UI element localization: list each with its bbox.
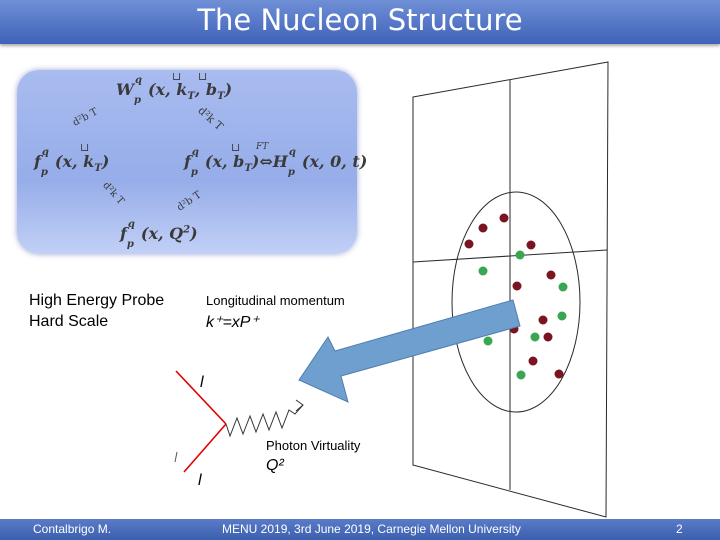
momentum-arrow — [299, 300, 520, 402]
footer-event: MENU 2019, 3rd June 2019, Carnegie Mello… — [222, 522, 521, 536]
incoming-lepton-label: l — [200, 372, 204, 393]
probe-line-2: Hard Scale — [29, 311, 164, 332]
footer-author: Contalbrigo M. — [33, 522, 111, 536]
virtual-photon — [226, 405, 303, 436]
longitudinal-momentum-label: Longitudinal momentum — [206, 293, 345, 308]
red-partons — [465, 214, 564, 379]
probe-label: High Energy Probe Hard Scale — [29, 290, 164, 332]
kplus-relation: k⁺=xP⁺ — [206, 312, 259, 333]
lepton-tick — [175, 452, 177, 462]
outgoing-lepton — [184, 424, 226, 472]
nucleon-outline — [452, 192, 580, 412]
probe-line-1: High Energy Probe — [29, 290, 164, 311]
q2-label: Q² — [266, 455, 284, 476]
footer-page-number: 2 — [676, 522, 683, 536]
photon-virtuality-label: Photon Virtuality — [266, 438, 360, 453]
outgoing-lepton-label: l — [198, 470, 202, 491]
